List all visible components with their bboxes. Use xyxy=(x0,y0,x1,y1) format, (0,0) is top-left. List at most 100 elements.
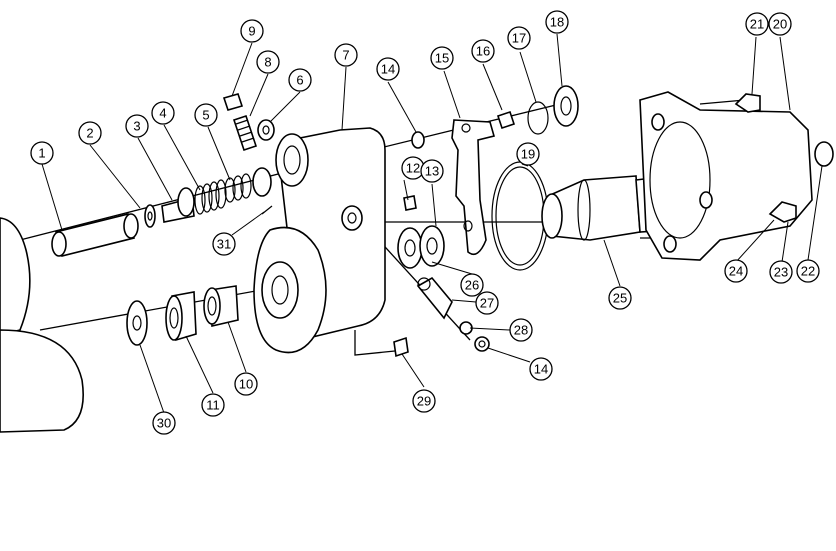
callout-circle xyxy=(507,26,531,50)
callout-2: 2 xyxy=(78,121,102,145)
callout-number: 10 xyxy=(239,377,253,392)
callout-circle xyxy=(234,372,258,396)
callout-number: 13 xyxy=(425,164,439,179)
engine-housing xyxy=(0,217,84,433)
callout-number: 24 xyxy=(729,264,743,279)
callout-circle xyxy=(430,46,454,70)
part-snapring-17 xyxy=(527,101,549,135)
callout-circle xyxy=(256,50,280,74)
callout-number: 27 xyxy=(480,296,494,311)
callout-number: 1 xyxy=(38,146,45,161)
callout-number: 20 xyxy=(773,17,787,32)
callout-circle xyxy=(288,68,312,92)
callout-26: 26 xyxy=(460,273,484,297)
callout-circle xyxy=(471,39,495,63)
callout-number: 15 xyxy=(435,51,449,66)
callout-9: 9 xyxy=(240,19,264,43)
callout-circle xyxy=(509,318,533,342)
part-plunger xyxy=(51,213,139,257)
callout-circle xyxy=(78,121,102,145)
callout-24: 24 xyxy=(724,259,748,283)
callout-number: 22 xyxy=(801,264,815,279)
callout-8: 8 xyxy=(256,50,280,74)
part-stem-3 xyxy=(161,187,195,223)
part-bolt-29 xyxy=(393,336,409,358)
callout-circle xyxy=(796,259,820,283)
callout-28: 28 xyxy=(509,318,533,342)
callout-12: 12 xyxy=(401,156,425,180)
part-cap-9 xyxy=(222,93,244,111)
callout-number: 30 xyxy=(157,416,171,431)
callout-30: 30 xyxy=(152,411,176,435)
callout-circle xyxy=(125,114,149,138)
callout-number: 8 xyxy=(264,55,271,70)
part-nut-16 xyxy=(496,110,516,130)
part-nosehousing-20 xyxy=(639,91,813,261)
callout-4: 4 xyxy=(151,101,175,125)
callout-circle xyxy=(194,103,218,127)
callout-circle xyxy=(460,273,484,297)
callout-number: 7 xyxy=(342,48,349,63)
part-plug-22 xyxy=(814,141,834,167)
callout-circle xyxy=(724,259,748,283)
part-oring-19 xyxy=(491,161,549,271)
callout-number: 4 xyxy=(159,106,166,121)
callout-17: 17 xyxy=(507,26,531,50)
callout-5: 5 xyxy=(194,103,218,127)
part-bushing-10 xyxy=(203,285,239,327)
callout-3: 3 xyxy=(125,114,149,138)
callout-number: 14 xyxy=(534,362,548,377)
callout-22: 22 xyxy=(796,259,820,283)
callout-circle xyxy=(240,19,264,43)
callout-circle xyxy=(151,101,175,125)
callout-number: 14 xyxy=(381,62,395,77)
callout-21: 21 xyxy=(745,12,769,36)
leader-lines xyxy=(41,33,823,414)
callout-number: 12 xyxy=(406,161,420,176)
callout-14: 14 xyxy=(376,57,400,81)
callout-circle xyxy=(529,357,553,381)
part-lever-15 xyxy=(451,119,495,256)
part-spring-4 xyxy=(194,179,227,215)
callout-number: 28 xyxy=(514,323,528,338)
callout-circle xyxy=(334,43,358,67)
callout-number: 17 xyxy=(512,31,526,46)
callout-number: 5 xyxy=(202,108,209,123)
callout-10: 10 xyxy=(234,372,258,396)
callout-number: 26 xyxy=(465,278,479,293)
part-setscrew-12 xyxy=(403,195,417,211)
callout-20: 20 xyxy=(768,12,792,36)
callout-circle xyxy=(212,232,236,256)
callout-6: 6 xyxy=(288,68,312,92)
callout-number: 29 xyxy=(417,394,431,409)
part-washers-26 xyxy=(397,225,445,269)
part-spring-8 xyxy=(232,114,258,152)
callout-circle xyxy=(420,159,444,183)
part-spring-5 xyxy=(224,173,252,203)
callout-circle xyxy=(516,142,540,166)
part-bolt-21 xyxy=(734,93,761,113)
callout-7: 7 xyxy=(334,43,358,67)
callout-19: 19 xyxy=(516,142,540,166)
callout-27: 27 xyxy=(475,291,499,315)
callout-circle xyxy=(769,260,793,284)
part-bolt-24 xyxy=(768,201,797,223)
callout-number: 3 xyxy=(133,119,140,134)
part-ring-14-upper xyxy=(411,131,425,149)
callout-number: 11 xyxy=(206,398,220,413)
callout-circle xyxy=(412,389,436,413)
callout-number: 9 xyxy=(248,24,255,39)
callout-circle xyxy=(376,57,400,81)
callout-circle xyxy=(30,141,54,165)
part-washer-14-lower xyxy=(474,336,490,352)
callout-number: 16 xyxy=(476,44,490,59)
callout-circle xyxy=(608,286,632,310)
callout-29: 29 xyxy=(412,389,436,413)
callout-25: 25 xyxy=(608,286,632,310)
part-ring-6 xyxy=(252,119,275,197)
callout-circle xyxy=(201,393,225,417)
callout-16: 16 xyxy=(471,39,495,63)
callout-circle xyxy=(475,291,499,315)
